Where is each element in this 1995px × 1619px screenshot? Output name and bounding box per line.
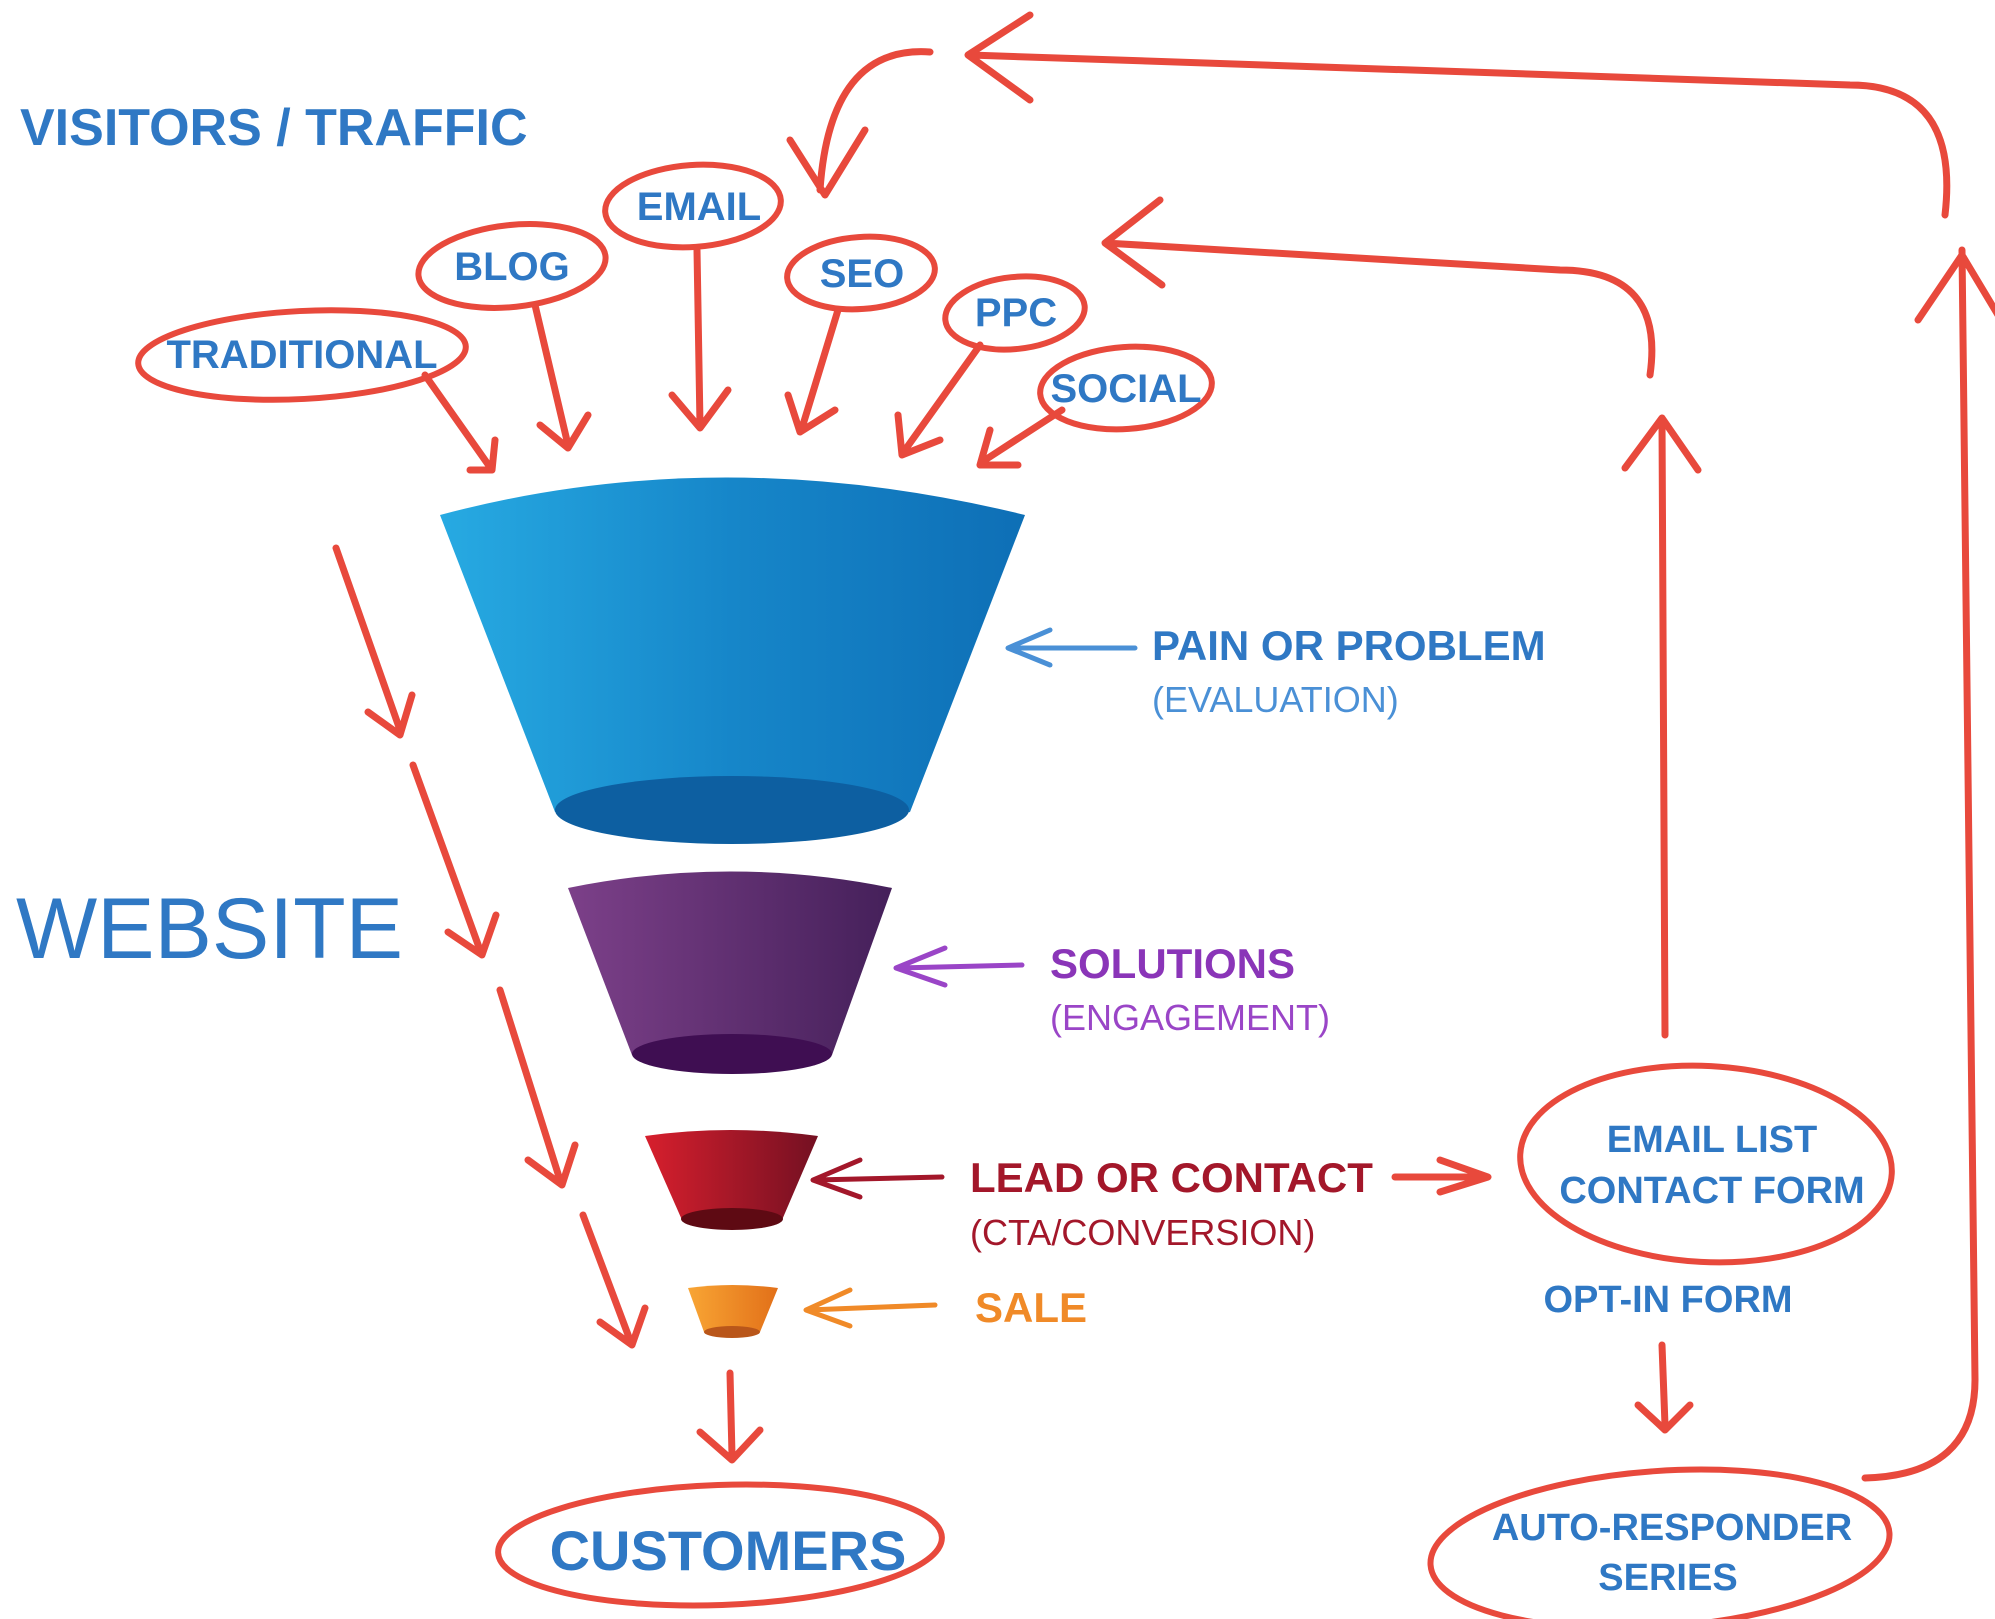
source-seo-ring — [784, 233, 938, 313]
source-blog-ring — [415, 221, 609, 311]
pointer-lead — [810, 1157, 945, 1200]
email-list-line2: CONTACT FORM — [1559, 1170, 1864, 1212]
source-traditional-ring — [135, 307, 469, 403]
stage-pain-sub: (EVALUATION) — [1152, 679, 1399, 720]
stage-sale-title: SALE — [975, 1284, 1087, 1331]
pointer-solutions — [893, 945, 1025, 988]
optin-label: OPT-IN FORM — [1543, 1279, 1792, 1321]
autoresponder-ring — [1427, 1466, 1893, 1619]
arrow-auto-loop-top — [964, 11, 1951, 219]
arrow-auto-loop — [1861, 246, 1995, 1482]
email-list-ring — [1517, 1062, 1895, 1266]
autoresponder-line2: SERIES — [1598, 1557, 1737, 1599]
arrow-customers — [696, 1369, 764, 1464]
customers-ring — [495, 1481, 945, 1609]
arrow-traditional — [421, 371, 499, 474]
stage-pain-title: PAIN OR PROBLEM — [1152, 622, 1546, 669]
arrow-ppc — [894, 341, 984, 459]
source-ppc-ring — [942, 273, 1088, 353]
source-social-ring — [1037, 343, 1215, 433]
source-blog: BLOG — [454, 245, 570, 289]
diagram-title: VISITORS / TRAFFIC — [20, 99, 528, 157]
pointer-sale — [803, 1287, 938, 1329]
stage-solutions-sub: (ENGAGEMENT) — [1050, 997, 1330, 1038]
funnel-stage-sale — [688, 1285, 778, 1338]
email-list-line1: EMAIL LIST — [1607, 1119, 1817, 1161]
arrow-lead-to-list — [1391, 1156, 1492, 1196]
pointer-pain — [1005, 627, 1138, 668]
arrow-website-3 — [496, 986, 579, 1189]
source-email: EMAIL — [637, 185, 761, 229]
autoresponder-line1: AUTO-RESPONDER — [1492, 1507, 1852, 1549]
arrow-email — [668, 246, 732, 432]
arrow-social — [976, 406, 1066, 469]
arrow-list-loop-top — [1101, 196, 1656, 379]
arrow-blog — [531, 301, 592, 452]
source-ppc: PPC — [975, 291, 1057, 335]
website-label: WEBSITE — [16, 881, 403, 977]
arrow-loop-into-sources — [786, 48, 934, 199]
arrow-seo — [784, 306, 842, 436]
funnel-stage-solutions — [568, 871, 892, 1074]
source-social: SOCIAL — [1050, 367, 1201, 411]
arrow-website-2 — [409, 761, 500, 959]
arrow-website-1 — [332, 544, 416, 739]
source-traditional: TRADITIONAL — [166, 333, 437, 377]
stage-lead-title: LEAD OR CONTACT — [970, 1154, 1373, 1201]
customers-label: CUSTOMERS — [550, 1519, 907, 1582]
arrow-website-4 — [579, 1211, 649, 1349]
source-seo: SEO — [820, 252, 904, 296]
stage-solutions-title: SOLUTIONS — [1050, 940, 1295, 987]
arrow-list-loop — [1621, 414, 1702, 1039]
funnel-stage-pain — [440, 477, 1025, 844]
stage-lead-sub: (CTA/CONVERSION) — [970, 1212, 1315, 1253]
arrow-optin-down — [1634, 1341, 1694, 1434]
funnel-stage-lead — [645, 1130, 818, 1230]
